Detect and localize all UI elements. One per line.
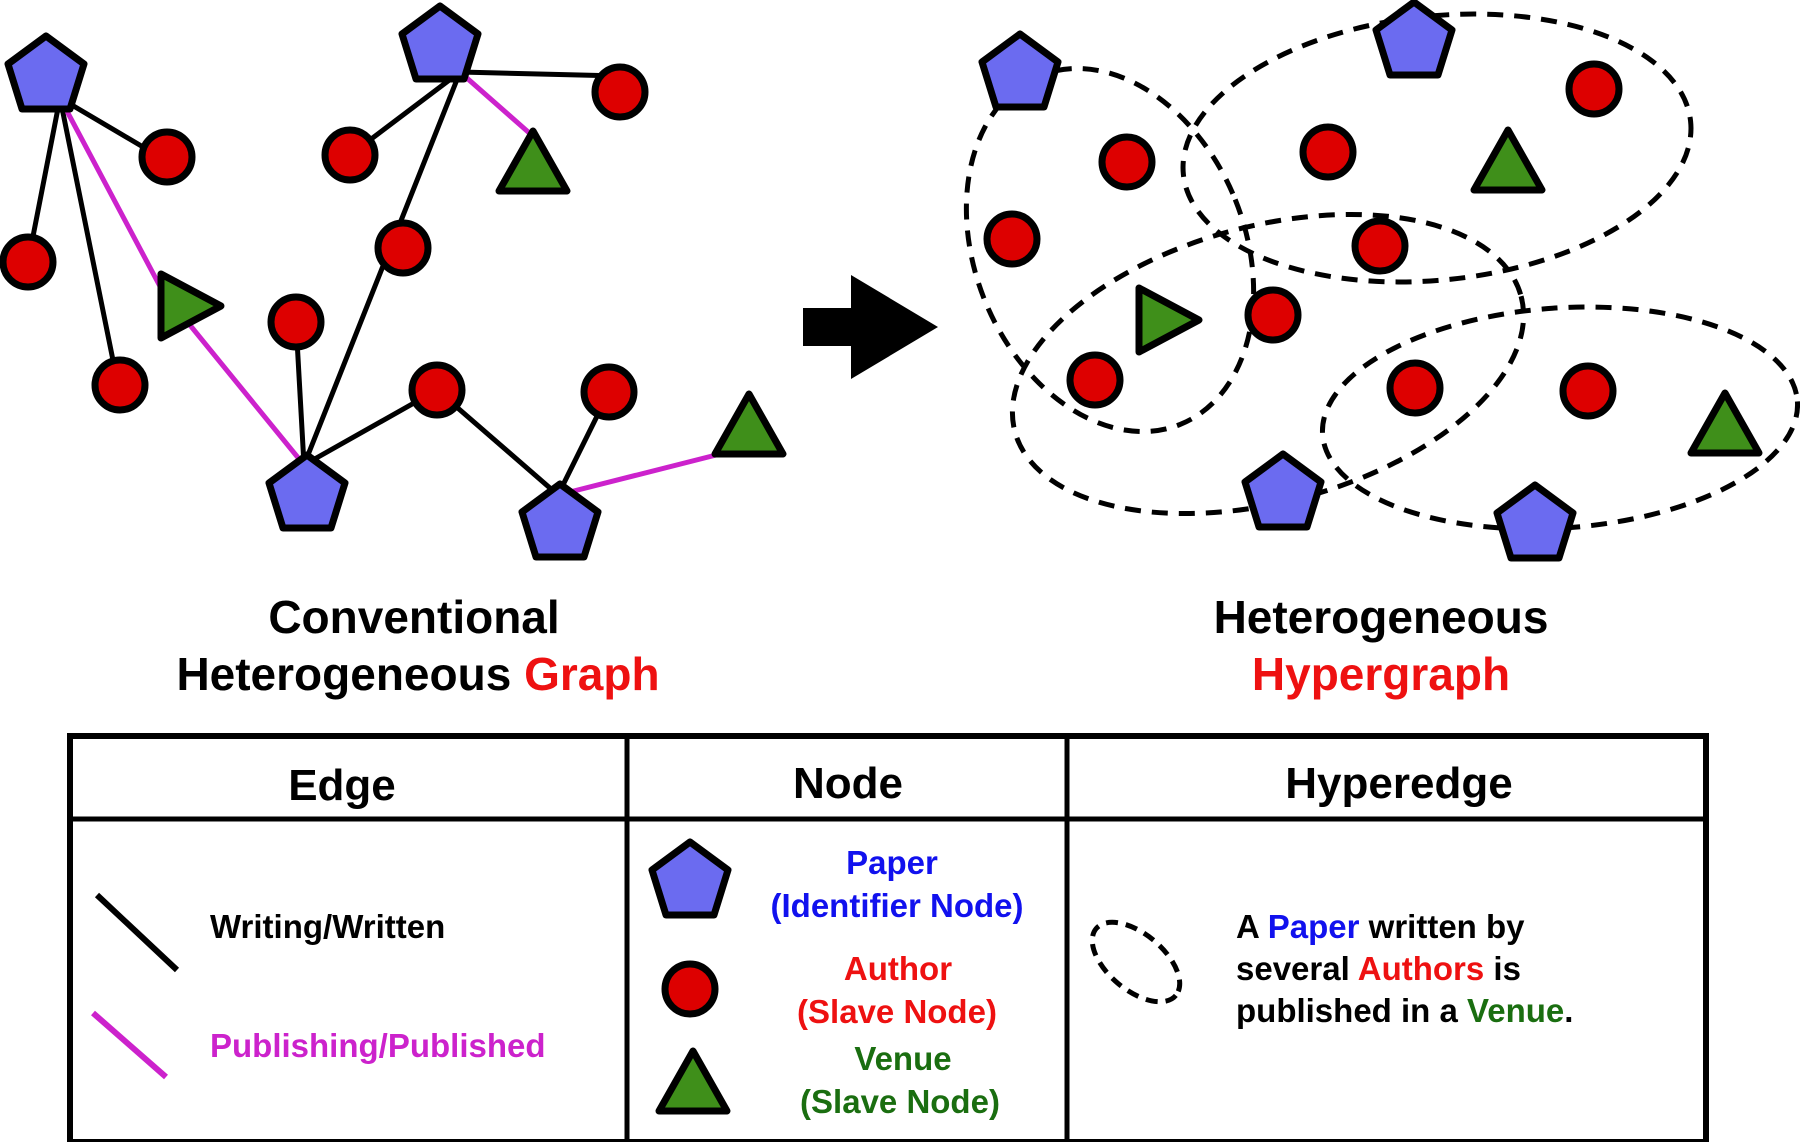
- author-node: [3, 237, 53, 287]
- right-title-line2: Hypergraph: [1252, 648, 1510, 700]
- author-node: [378, 223, 428, 273]
- author-nodes: [987, 64, 1619, 416]
- hyperedge-description: A Paper written by several Authors is pu…: [1236, 908, 1573, 1029]
- venue-legend-role: (Slave Node): [800, 1083, 1000, 1120]
- hypergraph: [963, 0, 1800, 565]
- author-legend-name: Author: [844, 950, 952, 987]
- writing-edge: [457, 69, 623, 79]
- hyperedge-desc-line2: several Authors is: [1236, 950, 1521, 987]
- venue-legend-name: Venue: [854, 1040, 951, 1077]
- hyperedge-desc-line3: published in a Venue.: [1236, 992, 1573, 1029]
- publishing-edge: [555, 450, 727, 498]
- author-node: [1070, 355, 1120, 405]
- author-node: [1390, 363, 1440, 413]
- writing-edge: [301, 69, 463, 468]
- paper-node: [1245, 454, 1321, 527]
- hyperedge-header: Hyperedge: [1285, 759, 1512, 808]
- desc-text: written by: [1368, 908, 1525, 945]
- paper-node: [8, 36, 84, 109]
- paper-node: [1497, 485, 1573, 558]
- writing-edge-label: Writing/Written: [210, 908, 445, 945]
- publishing-edge: [57, 95, 166, 295]
- author-node: [271, 297, 321, 347]
- desc-text: A: [1236, 908, 1259, 945]
- paper-node: [982, 34, 1058, 107]
- conventional-graph: [3, 6, 783, 557]
- node-header: Node: [793, 759, 903, 808]
- paper-node: [269, 455, 345, 528]
- author-node: [1569, 64, 1619, 114]
- author-node: [412, 365, 462, 415]
- desc-authors: Authors: [1358, 950, 1485, 987]
- writing-edges: [25, 69, 623, 498]
- desc-paper: Paper: [1268, 908, 1360, 945]
- hyperedge-ellipse: [1009, 211, 1527, 517]
- venue-node: [1474, 130, 1542, 190]
- author-legend-icon: [665, 964, 715, 1014]
- author-node: [325, 130, 375, 180]
- edge-header: Edge: [288, 761, 396, 810]
- left-title-prefix: Heterogeneous: [176, 648, 511, 700]
- writing-edge-icon: [94, 892, 180, 973]
- publishing-edge: [457, 69, 538, 141]
- venue-node: [1139, 288, 1199, 352]
- author-node: [1563, 366, 1613, 416]
- author-node: [95, 360, 145, 410]
- right-title-line1: Heterogeneous: [1214, 591, 1549, 643]
- desc-period: .: [1564, 992, 1573, 1029]
- hyperedge-desc-line1: A Paper written by: [1236, 908, 1525, 945]
- author-node: [584, 367, 634, 417]
- venue-node: [715, 394, 783, 454]
- left-title: Conventional Heterogeneous Graph: [176, 591, 659, 700]
- desc-text: several: [1236, 950, 1350, 987]
- publishing-edge-label: Publishing/Published: [210, 1027, 546, 1064]
- venue-node: [499, 131, 567, 191]
- hyperedge-ellipse: [1180, 11, 1694, 285]
- venue-node: [1691, 393, 1759, 453]
- venue-nodes: [1139, 130, 1759, 453]
- author-node: [595, 67, 645, 117]
- author-legend-role: (Slave Node): [797, 993, 997, 1030]
- desc-venue: Venue: [1467, 992, 1564, 1029]
- author-node: [1355, 221, 1405, 271]
- writing-edge: [57, 95, 121, 388]
- left-title-line2: Heterogeneous Graph: [176, 648, 659, 700]
- paper-legend-name: Paper: [846, 844, 938, 881]
- paper-legend-role: (Identifier Node): [771, 887, 1024, 924]
- legend-table: Edge Node Hyperedge Writing/Written Publ…: [67, 733, 1709, 1142]
- desc-text: is: [1493, 950, 1521, 987]
- author-node: [1303, 127, 1353, 177]
- author-node: [987, 214, 1037, 264]
- right-title: Heterogeneous Hypergraph: [1214, 591, 1549, 700]
- author-node: [142, 132, 192, 182]
- paper-node: [522, 484, 598, 557]
- publishing-edge-icon: [91, 1010, 168, 1080]
- desc-text: published in a: [1236, 992, 1458, 1029]
- paper-nodes: [982, 2, 1573, 558]
- author-node: [1102, 137, 1152, 187]
- paper-node: [402, 6, 478, 79]
- author-node: [1248, 290, 1298, 340]
- legend-border: [67, 733, 1709, 1142]
- right-arrow-icon: [803, 275, 938, 379]
- left-title-line1: Conventional: [268, 591, 559, 643]
- left-title-highlight: Graph: [524, 648, 659, 700]
